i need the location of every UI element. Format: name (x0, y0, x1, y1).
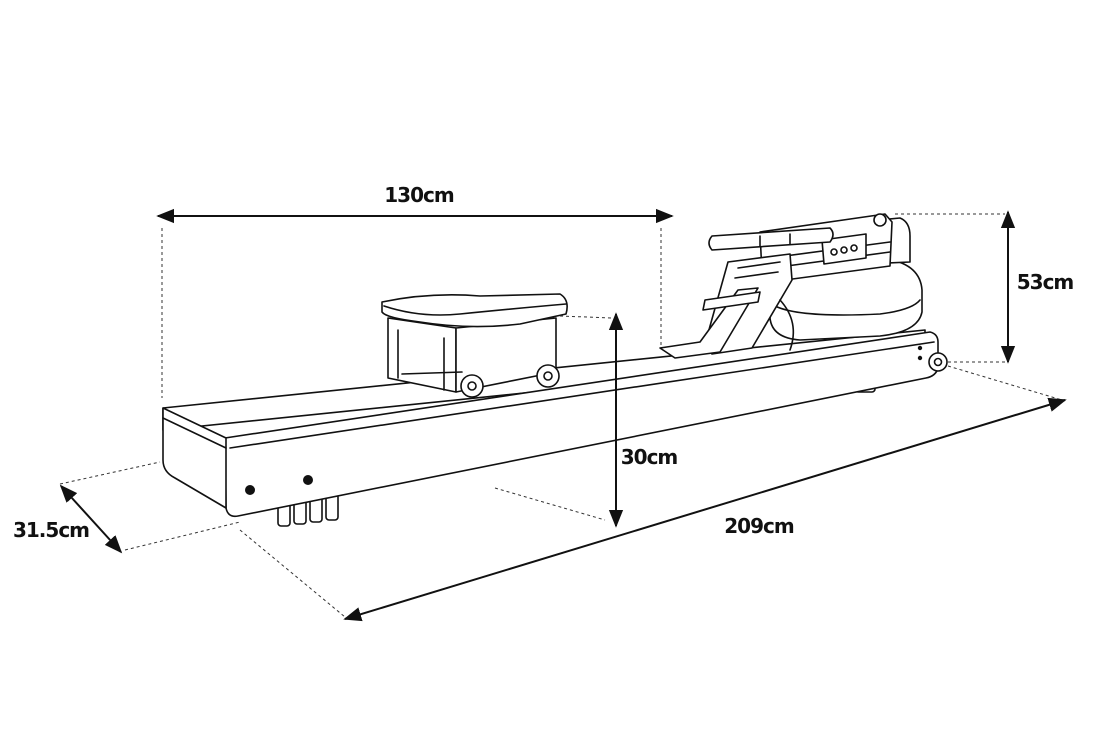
seat-height-label: 30cm (621, 445, 678, 469)
sliding-seat (381, 293, 568, 398)
bolt (917, 345, 923, 351)
total-width-line (59, 484, 123, 554)
bolt (245, 485, 255, 495)
seat-track-length-label: 130cm (384, 183, 454, 207)
handle-bar (708, 227, 834, 251)
total-width-label: 31.5cm (13, 518, 89, 542)
footplates (659, 253, 795, 359)
dimension-lines (59, 208, 1067, 622)
front-end-plate (162, 407, 227, 509)
bolt (917, 355, 923, 361)
rowing-machine (162, 213, 948, 527)
rear-wheel (928, 352, 948, 372)
total-length-label: 209cm (724, 514, 794, 538)
dimension-labels: 130cm 53cm 30cm 209cm 31.5cm (13, 183, 1074, 542)
bolt (303, 475, 313, 485)
total-height-label: 53cm (1017, 270, 1074, 294)
front-rail (224, 331, 939, 518)
total-length-line (343, 397, 1067, 622)
